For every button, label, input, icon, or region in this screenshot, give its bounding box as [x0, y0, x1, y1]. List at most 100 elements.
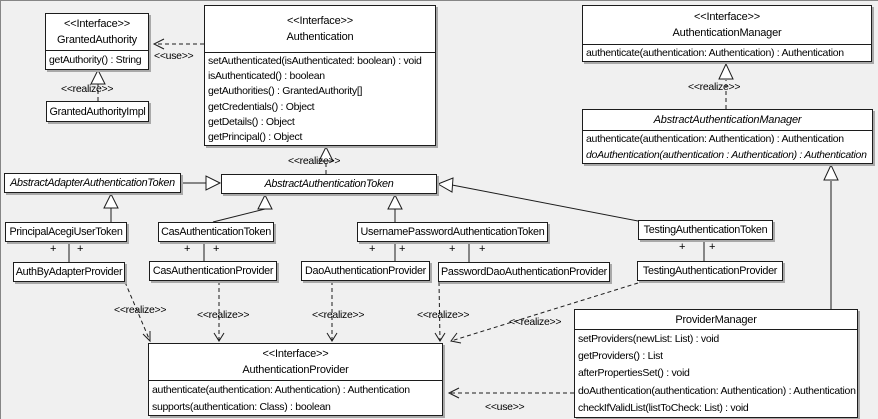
class-name: AbstractAdapterAuthenticationToken: [10, 177, 175, 189]
method-row: getProviders() : List: [578, 350, 663, 363]
method-list: setAuthenticated(isAuthenticated: boolea…: [205, 53, 435, 145]
method-row: supports(authentication: Class) : boolea…: [152, 400, 331, 413]
realize-label: <<realize>>: [417, 309, 470, 321]
class-authentication[interactable]: <<Interface>> Authentication setAuthenti…: [204, 5, 436, 146]
generalization-abstractadapter-to-abstracttoken: [181, 175, 222, 191]
plus-marker: +: [77, 243, 84, 255]
class-granted-authority-impl[interactable]: GrantedAuthorityImpl: [46, 101, 149, 122]
stereotype-label: <<Interface>>: [64, 18, 130, 30]
method-row: authenticate(authentication: Authenticat…: [586, 47, 844, 59]
method-row: setProviders(newList: List) : void: [578, 332, 719, 345]
realize-arrow-testingauthenticationprovider: [450, 282, 639, 344]
class-name: AbstractAuthenticationManager: [653, 114, 802, 126]
class-header: AbstractAuthenticationManager: [583, 110, 872, 131]
realize-arrow-grantedauthorityimpl: [90, 68, 106, 101]
class-testing-authentication-token[interactable]: TestingAuthenticationToken: [638, 220, 773, 240]
class-name: DaoAuthenticationProvider: [305, 265, 426, 277]
class-name: TestingAuthenticationToken: [643, 224, 768, 236]
method-list: setProviders(newList: List) : void getPr…: [575, 330, 857, 417]
method-list: getAuthority() : String: [46, 51, 148, 69]
realize-label: <<realize>>: [312, 309, 365, 321]
realize-label: <<realize>>: [61, 83, 114, 95]
plus-marker: +: [50, 243, 57, 255]
realize-label: <<realize>>: [114, 304, 167, 316]
class-abstract-authentication-manager[interactable]: AbstractAuthenticationManager authentica…: [582, 109, 873, 164]
class-name: CasAuthenticationToken: [161, 226, 271, 238]
class-auth-by-adapter-provider[interactable]: AuthByAdapterProvider: [13, 262, 125, 282]
realize-label: <<realize>>: [688, 81, 741, 93]
class-cas-authentication-token[interactable]: CasAuthenticationToken: [158, 222, 274, 242]
realize-label: <<realize>>: [288, 155, 341, 167]
use-label: <<use>>: [485, 401, 525, 413]
class-password-dao-authentication-provider[interactable]: PasswordDaoAuthenticationProvider: [438, 262, 610, 282]
generalization-providermanager: [823, 163, 839, 309]
class-header: ProviderManager: [575, 310, 857, 330]
method-row: authenticate(authentication: Authenticat…: [586, 133, 844, 145]
class-name: AuthenticationProvider: [242, 364, 349, 376]
class-name: PrincipalAcegiUserToken: [9, 226, 123, 238]
class-abstract-adapter-authentication-token[interactable]: AbstractAdapterAuthenticationToken: [4, 173, 181, 193]
class-testing-authentication-provider[interactable]: TestingAuthenticationProvider: [637, 261, 783, 281]
generalization-usernamepasswordtoken: [387, 193, 403, 222]
class-name: TestingAuthenticationProvider: [642, 265, 778, 277]
method-list: authenticate(authentication: Authenticat…: [583, 45, 871, 61]
class-name: UsernamePasswordAuthenticationToken: [360, 226, 545, 238]
class-name: AuthByAdapterProvider: [15, 266, 123, 278]
method-row: doAuthentication(authentication : Authen…: [586, 149, 867, 161]
class-name: PasswordDaoAuthenticationProvider: [441, 266, 607, 278]
class-name: GrantedAuthorityImpl: [49, 105, 146, 118]
method-list: authenticate(authentication: Authenticat…: [149, 381, 442, 415]
class-header: <<Interface>> GrantedAuthority: [46, 14, 148, 51]
realize-arrow-casauthenticationprovider: [213, 281, 225, 342]
realize-arrow-daoauthenticationprovider: [326, 281, 338, 342]
use-arrow-authentication-to-grantedauthority: [152, 38, 204, 50]
plus-marker: +: [679, 241, 686, 253]
realize-arrow-passworddaoauthenticationprovider: [434, 281, 446, 342]
class-header: <<Interface>> AuthenticationManager: [583, 6, 871, 45]
realize-arrow-authbyadapterprovider: [124, 281, 151, 343]
class-abstract-authentication-token[interactable]: AbstractAuthenticationToken: [221, 174, 437, 194]
class-cas-authentication-provider[interactable]: CasAuthenticationProvider: [149, 261, 277, 281]
class-authentication-provider[interactable]: <<Interface>> AuthenticationProvider aut…: [148, 343, 443, 416]
plus-marker: +: [709, 241, 716, 253]
class-provider-manager[interactable]: ProviderManager setProviders(newList: Li…: [574, 309, 858, 418]
plus-marker: +: [184, 243, 191, 255]
method-row: getAuthorities() : GrantedAuthority[]: [208, 85, 363, 98]
generalization-principalacegiusertoken: [103, 192, 119, 222]
use-arrow-providermanager: [447, 387, 574, 399]
use-label: <<use>>: [154, 50, 194, 62]
method-row: getDetails() : Object: [208, 115, 295, 128]
method-row: isAuthenticated() : boolean: [208, 69, 325, 82]
realize-label: <<realize>>: [509, 316, 562, 328]
class-granted-authority[interactable]: <<Interface>> GrantedAuthority getAuthor…: [45, 13, 149, 70]
class-name: Authentication: [286, 31, 354, 43]
class-header: <<Interface>> AuthenticationProvider: [149, 344, 442, 381]
stereotype-label: <<Interface>>: [262, 348, 329, 360]
class-authentication-manager[interactable]: <<Interface>> AuthenticationManager auth…: [582, 5, 872, 62]
generalization-casauthenticationtoken: [212, 193, 273, 223]
method-row: getAuthority() : String: [49, 54, 142, 66]
plus-marker: +: [399, 243, 406, 255]
stereotype-label: <<Interface>>: [287, 15, 353, 27]
method-row: doAuthentication(authentication: Authent…: [578, 384, 856, 397]
method-row: getPrincipal() : Object: [208, 131, 303, 144]
class-name: CasAuthenticationProvider: [152, 265, 274, 277]
class-principal-acegi-user-token[interactable]: PrincipalAcegiUserToken: [5, 222, 127, 242]
plus-marker: +: [369, 243, 376, 255]
method-list: authenticate(authentication: Authenticat…: [583, 131, 872, 163]
class-name: GrantedAuthority: [57, 34, 137, 46]
class-header: <<Interface>> Authentication: [205, 6, 435, 53]
plus-marker: +: [213, 243, 220, 255]
method-row: afterPropertiesSet() : void: [578, 367, 690, 380]
class-name: ProviderManager: [675, 313, 757, 326]
class-name: AbstractAuthenticationToken: [264, 178, 394, 190]
class-username-password-authentication-token[interactable]: UsernamePasswordAuthenticationToken: [357, 222, 548, 242]
plus-marker: +: [479, 243, 486, 255]
method-row: authenticate(authentication: Authenticat…: [152, 383, 410, 396]
class-dao-authentication-provider[interactable]: DaoAuthenticationProvider: [301, 261, 430, 281]
stereotype-label: <<Interface>>: [694, 11, 760, 23]
method-row: setAuthenticated(isAuthenticated: boolea…: [208, 54, 422, 67]
plus-marker: +: [449, 243, 456, 255]
